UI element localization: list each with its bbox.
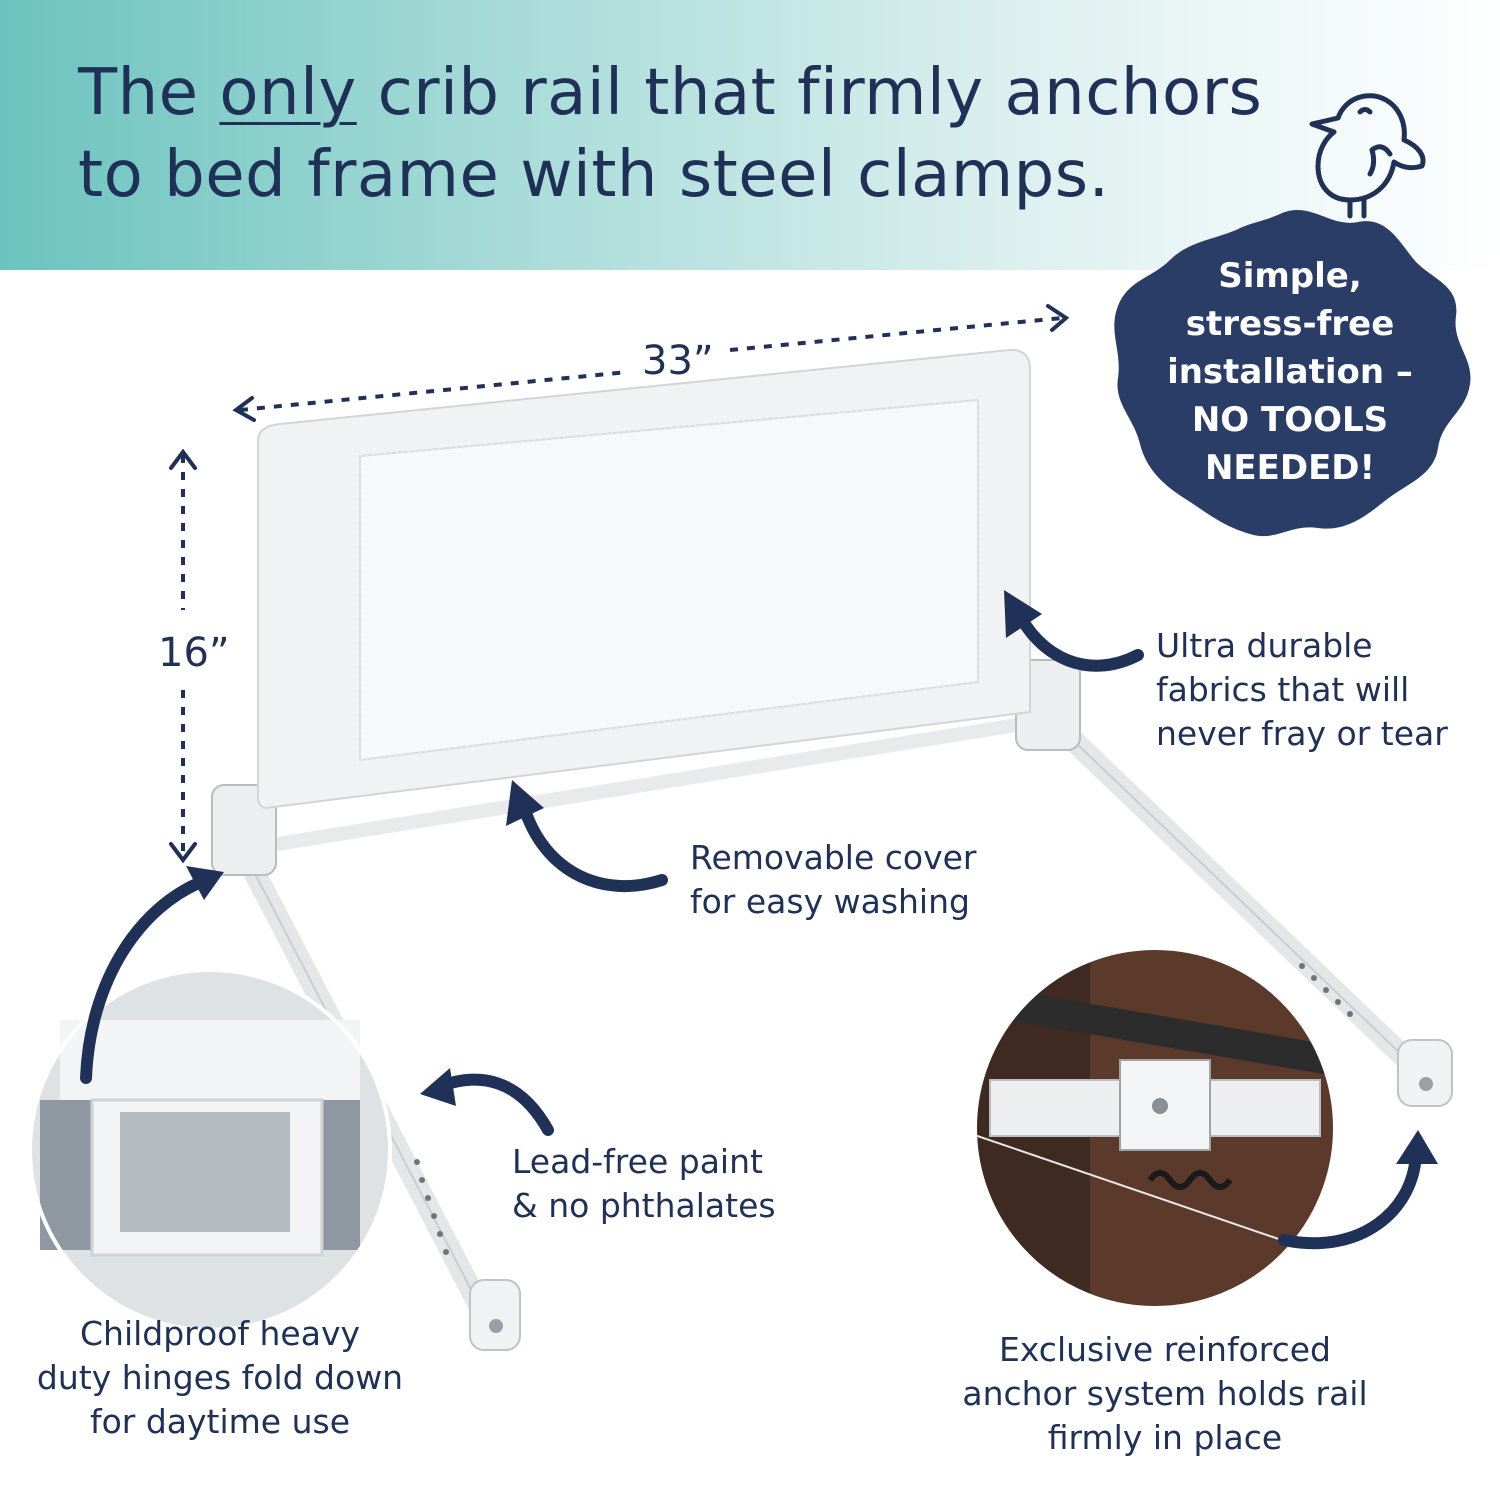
anchor-arrow (1278, 1144, 1422, 1250)
anchor-inset-image (973, 946, 1337, 1310)
callout-fabric: Ultra durable fabrics that will never fr… (1156, 626, 1448, 753)
width-arrowheads (232, 304, 1070, 422)
bird-icon (1309, 93, 1426, 219)
callout-paint: Lead-free paint & no phthalates (512, 1142, 776, 1225)
callout-cover: Removable cover for easy washing (690, 838, 977, 921)
callout-anchor: Exclusive reinforced anchor system holds… (962, 1330, 1368, 1457)
width-dimension-line (239, 316, 1063, 412)
hinges-arrow (80, 874, 212, 1084)
width-dimension-label: 33” (642, 338, 714, 384)
headline: The only crib rail that firmly anchors t… (78, 52, 1298, 216)
height-arrowheads (169, 448, 197, 864)
height-dimension-label: 16” (158, 630, 230, 676)
callout-arrowheads (186, 590, 1438, 1164)
hinge-inset-image (28, 968, 392, 1332)
headline-emphasis: only (219, 56, 357, 130)
headline-prefix: The (78, 56, 220, 130)
cover-arrow (516, 794, 668, 893)
callout-hinges: Childproof heavy duty hinges fold down f… (36, 1314, 404, 1441)
badge-shape (1114, 210, 1471, 537)
headline-rest: crib rail that firmly anchors to bed fra… (78, 56, 1263, 212)
installation-badge-text: Simple, stress-free installation – NO TO… (1167, 256, 1413, 488)
